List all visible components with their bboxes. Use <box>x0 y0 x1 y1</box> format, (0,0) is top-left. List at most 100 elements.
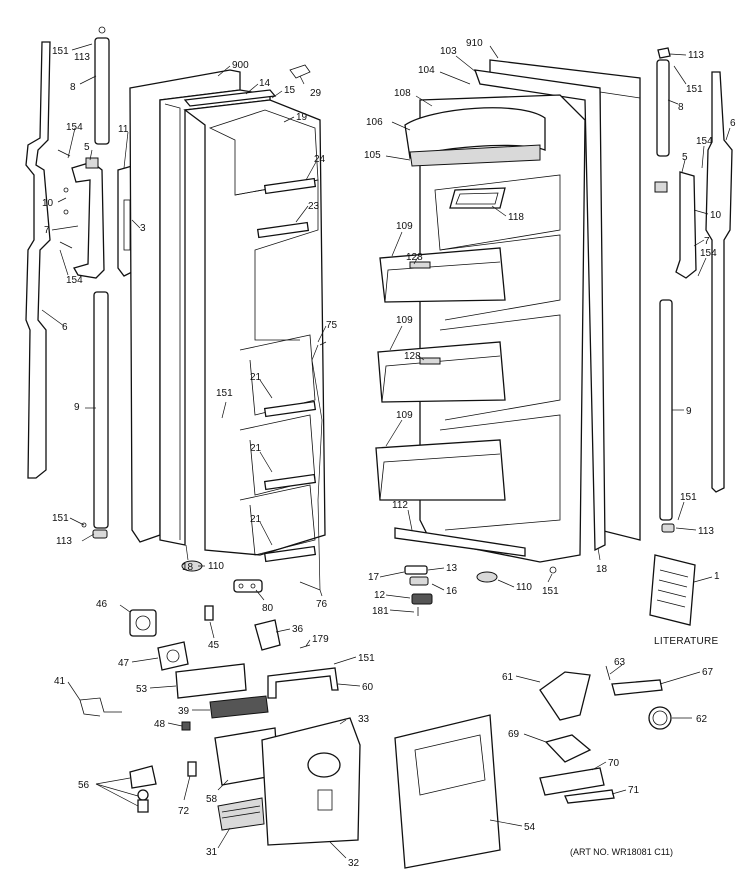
callout-labels: 151 113 8 154 5 11 10 3 7 154 6 9 151 11… <box>42 38 736 869</box>
callout-label: 6 <box>730 118 736 129</box>
callout-label: 110 <box>208 561 224 572</box>
callout-label: 109 <box>396 221 413 232</box>
callout-label: 6 <box>62 322 68 333</box>
literature-booklet <box>649 554 696 626</box>
callout-label: 12 <box>374 590 386 601</box>
callout-label: 76 <box>316 599 328 610</box>
callout-label: 105 <box>364 150 381 161</box>
water-tube <box>299 341 327 591</box>
leader-lines <box>41 43 731 859</box>
callout-label: 16 <box>446 586 458 597</box>
callout-label: 9 <box>74 402 80 413</box>
callout-label: 1 <box>714 571 720 582</box>
callout-label: 151 <box>686 84 703 95</box>
callout-label: 10 <box>710 210 722 221</box>
callout-label: 113 <box>688 50 704 61</box>
callout-label: 70 <box>608 758 620 769</box>
callout-label: 56 <box>78 780 90 791</box>
callout-label: 10 <box>42 198 54 209</box>
callout-label: 112 <box>392 500 408 511</box>
callout-label: 181 <box>372 606 389 617</box>
callout-label: 128 <box>406 252 423 263</box>
callout-label: 72 <box>178 806 190 817</box>
callout-label: 179 <box>312 634 329 645</box>
handle-trim-lower-left <box>92 291 109 539</box>
door-bottom-trim <box>394 527 526 557</box>
callout-label: 19 <box>296 112 308 123</box>
callout-label: 21 <box>250 514 262 525</box>
callout-label: 3 <box>140 223 146 234</box>
callout-label: 113 <box>56 536 72 547</box>
handle-trim-lower-right <box>659 299 675 533</box>
callout-label: 18 <box>596 564 608 575</box>
callout-label: 104 <box>418 65 435 76</box>
literature-label: LITERATURE <box>654 636 719 647</box>
callout-label: 151 <box>52 513 69 524</box>
callout-label: 7 <box>704 236 710 247</box>
gasket-strip-right <box>705 71 733 493</box>
handle-trim-upper-right <box>656 47 671 157</box>
callout-label: 71 <box>628 785 640 796</box>
callout-label: 31 <box>206 847 218 858</box>
door-handle-right <box>654 171 697 279</box>
door-handle-left <box>71 157 105 279</box>
callout-label: 110 <box>516 582 532 593</box>
callout-label: 118 <box>508 212 524 223</box>
callout-label: 61 <box>502 672 514 683</box>
callout-label: 106 <box>366 117 383 128</box>
dispenser-housing <box>394 665 672 869</box>
callout-label: 67 <box>702 667 714 678</box>
callout-label: 151 <box>542 586 559 597</box>
callout-label: 109 <box>396 410 413 421</box>
callout-label: 45 <box>208 640 220 651</box>
callout-label: 151 <box>52 46 69 57</box>
callout-label: 63 <box>614 657 626 668</box>
dispenser-parts <box>79 605 361 846</box>
callout-label: 5 <box>84 142 90 153</box>
callout-label: 7 <box>44 225 50 236</box>
callout-label: 46 <box>96 599 108 610</box>
callout-label: 21 <box>250 443 262 454</box>
callout-label: 17 <box>368 572 380 583</box>
callout-label: 54 <box>524 822 536 833</box>
callout-label: 32 <box>348 858 360 869</box>
callout-label: 24 <box>314 154 326 165</box>
callout-label: 36 <box>292 624 304 635</box>
handle-trim-upper-left <box>94 26 110 145</box>
callout-label: 15 <box>284 85 296 96</box>
callout-label: 8 <box>678 102 684 113</box>
callout-label: 910 <box>466 38 483 49</box>
callout-label: 53 <box>136 684 148 695</box>
callout-label: 21 <box>250 372 262 383</box>
callout-label: 8 <box>70 82 76 93</box>
door-shelf-rails-freezer <box>256 177 317 563</box>
callout-label: 41 <box>54 676 66 687</box>
callout-label: 128 <box>404 351 421 362</box>
egg-tray <box>449 187 506 209</box>
callout-label: 151 <box>216 388 233 399</box>
callout-label: 69 <box>508 729 520 740</box>
callout-label: 9 <box>686 406 692 417</box>
callout-label: 75 <box>326 320 338 331</box>
screws-left <box>57 149 87 528</box>
callout-label: 113 <box>698 526 714 537</box>
callout-label: 154 <box>696 136 713 147</box>
callout-label: 13 <box>446 563 458 574</box>
callout-label: 58 <box>206 794 218 805</box>
door-bins <box>375 247 506 501</box>
callout-label: 151 <box>680 492 697 503</box>
callout-label: 11 <box>118 124 129 135</box>
callout-label: 113 <box>74 52 90 63</box>
art-number-label: (ART NO. WR18081 C11) <box>570 847 673 857</box>
callout-label: 23 <box>308 201 320 212</box>
callout-label: 60 <box>362 682 374 693</box>
callout-label: 47 <box>118 658 130 669</box>
callout-label: 18 <box>182 562 194 573</box>
callout-label: 80 <box>262 603 274 614</box>
callout-label: 151 <box>358 653 375 664</box>
callout-label: 5 <box>682 152 688 163</box>
callout-label: 14 <box>259 78 271 89</box>
callout-label: 900 <box>232 60 249 71</box>
callout-label: 33 <box>358 714 370 725</box>
